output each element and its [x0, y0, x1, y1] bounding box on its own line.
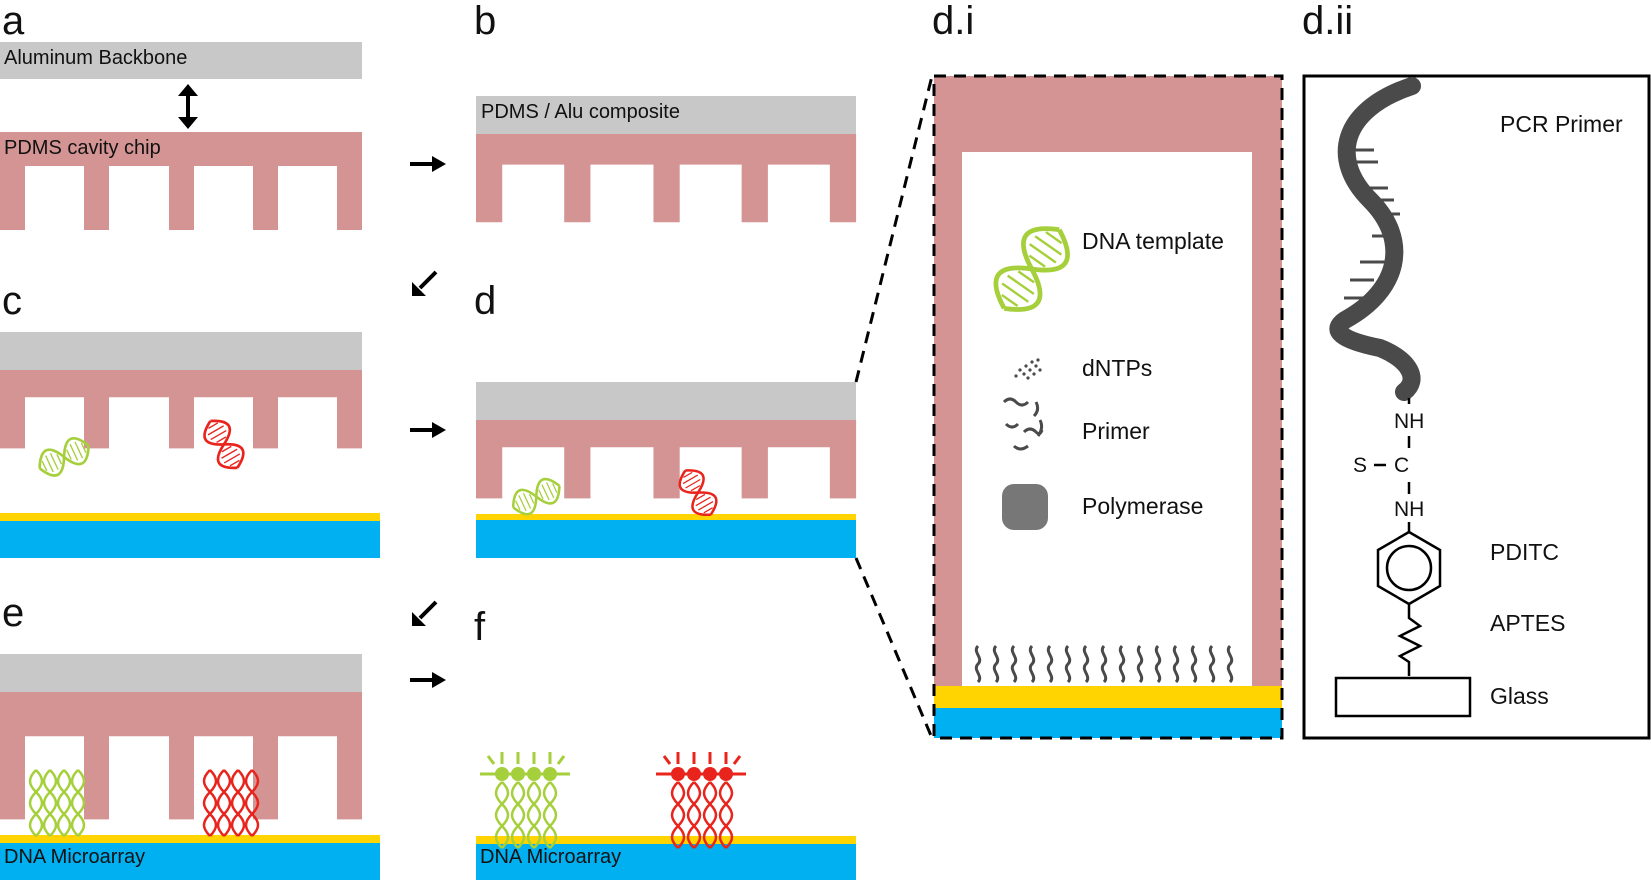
aluminum-layer-e — [0, 654, 362, 692]
green-fluorescent-spot-f — [480, 752, 570, 850]
dna-microarray-label-f: DNA Microarray — [480, 846, 621, 868]
sulfur-label: S — [1353, 454, 1367, 477]
red-dna-spot-e — [202, 768, 260, 838]
nh-bottom-label: NH — [1394, 498, 1424, 521]
glass-slide-d — [476, 520, 856, 558]
coating-layer-di — [934, 686, 1282, 708]
double-arrow-icon — [178, 84, 198, 129]
dntps-icon — [1014, 358, 1042, 380]
coating-layer-c — [0, 513, 380, 521]
primer-icon — [1002, 397, 1044, 451]
coating-layer-f — [476, 836, 856, 844]
glass-slide-di — [934, 708, 1282, 738]
down-left-arrow-icon — [412, 600, 438, 626]
panel-c: c — [0, 279, 380, 558]
panel-letter-c: c — [2, 279, 22, 323]
glass-substrate — [1334, 676, 1472, 718]
aluminum-backbone-layer — [0, 42, 362, 79]
right-arrow-icon — [410, 672, 446, 688]
panel-d-ii: d.ii PCR Primer NH S C NH PDITC APTES Gl… — [1302, 0, 1651, 740]
glass-slide-f — [476, 844, 856, 880]
right-arrow-icon — [410, 156, 446, 172]
panel-a: a Aluminum Backbone PDMS cavity chip — [0, 0, 362, 230]
glass-slide-e — [0, 843, 380, 880]
green-dna-spot-e — [28, 768, 86, 838]
legend-polymerase: Polymerase — [1082, 493, 1203, 519]
glass-slide-c — [0, 521, 380, 558]
panel-letter-d-ii: d.ii — [1302, 0, 1353, 43]
aluminum-layer-c — [0, 332, 362, 370]
panel-letter-b: b — [474, 0, 496, 43]
panel-f: f DNA Microarray — [474, 605, 856, 880]
cavity-interior — [962, 152, 1252, 686]
zoom-frame — [932, 74, 1284, 740]
panel-b: b PDMS / Alu composite — [474, 0, 857, 223]
dna-microarray-label-e: DNA Microarray — [4, 846, 145, 868]
right-arrow-icon — [410, 422, 446, 438]
pdms-cavity-chip-label: PDMS cavity chip — [4, 137, 161, 159]
pcr-primer-helix — [1329, 77, 1421, 401]
chemistry-frame — [1302, 74, 1651, 740]
polymerase-icon — [1002, 484, 1048, 530]
legend-dntps: dNTPs — [1082, 355, 1152, 381]
pdms-alu-composite-label: PDMS / Alu composite — [481, 101, 680, 123]
down-left-arrow-icon — [412, 270, 438, 296]
aptes-label: APTES — [1490, 610, 1565, 636]
zoom-connector-lines — [854, 75, 934, 739]
glass-label: Glass — [1490, 683, 1549, 709]
dna-helix-icon — [506, 473, 567, 521]
panel-letter-a: a — [2, 0, 25, 43]
aptes-chain — [1397, 604, 1423, 676]
panel-d-i: d.i DNA template dNTPs — [932, 0, 1284, 740]
pdms-alu-composite-layer — [476, 96, 856, 134]
aluminum-layer-d — [476, 382, 856, 420]
panel-letter-d: d — [474, 279, 496, 323]
legend-dna-template: DNA template — [1082, 228, 1224, 254]
aluminum-backbone-label: Aluminum Backbone — [4, 47, 187, 69]
panel-letter-e: e — [2, 591, 24, 635]
carbon-label: C — [1394, 454, 1409, 477]
dna-helix-icon — [672, 462, 724, 523]
coating-layer-d — [476, 514, 856, 520]
dna-helix-icon — [197, 412, 251, 476]
legend-primer: Primer — [1082, 418, 1150, 444]
nh-top-label: NH — [1394, 410, 1424, 433]
panel-d: d — [474, 279, 857, 558]
pcr-primer-label: PCR Primer — [1500, 111, 1623, 137]
benzene-ring — [1376, 530, 1442, 606]
panel-letter-d-i: d.i — [932, 0, 974, 43]
red-fluorescent-spot-f — [656, 752, 746, 850]
coating-layer-e — [0, 835, 380, 843]
pditc-label: PDITC — [1490, 539, 1559, 565]
panel-e: e DNA Microarray — [0, 591, 380, 880]
panel-letter-f: f — [474, 605, 486, 649]
composite-cavity-chip — [476, 134, 857, 223]
